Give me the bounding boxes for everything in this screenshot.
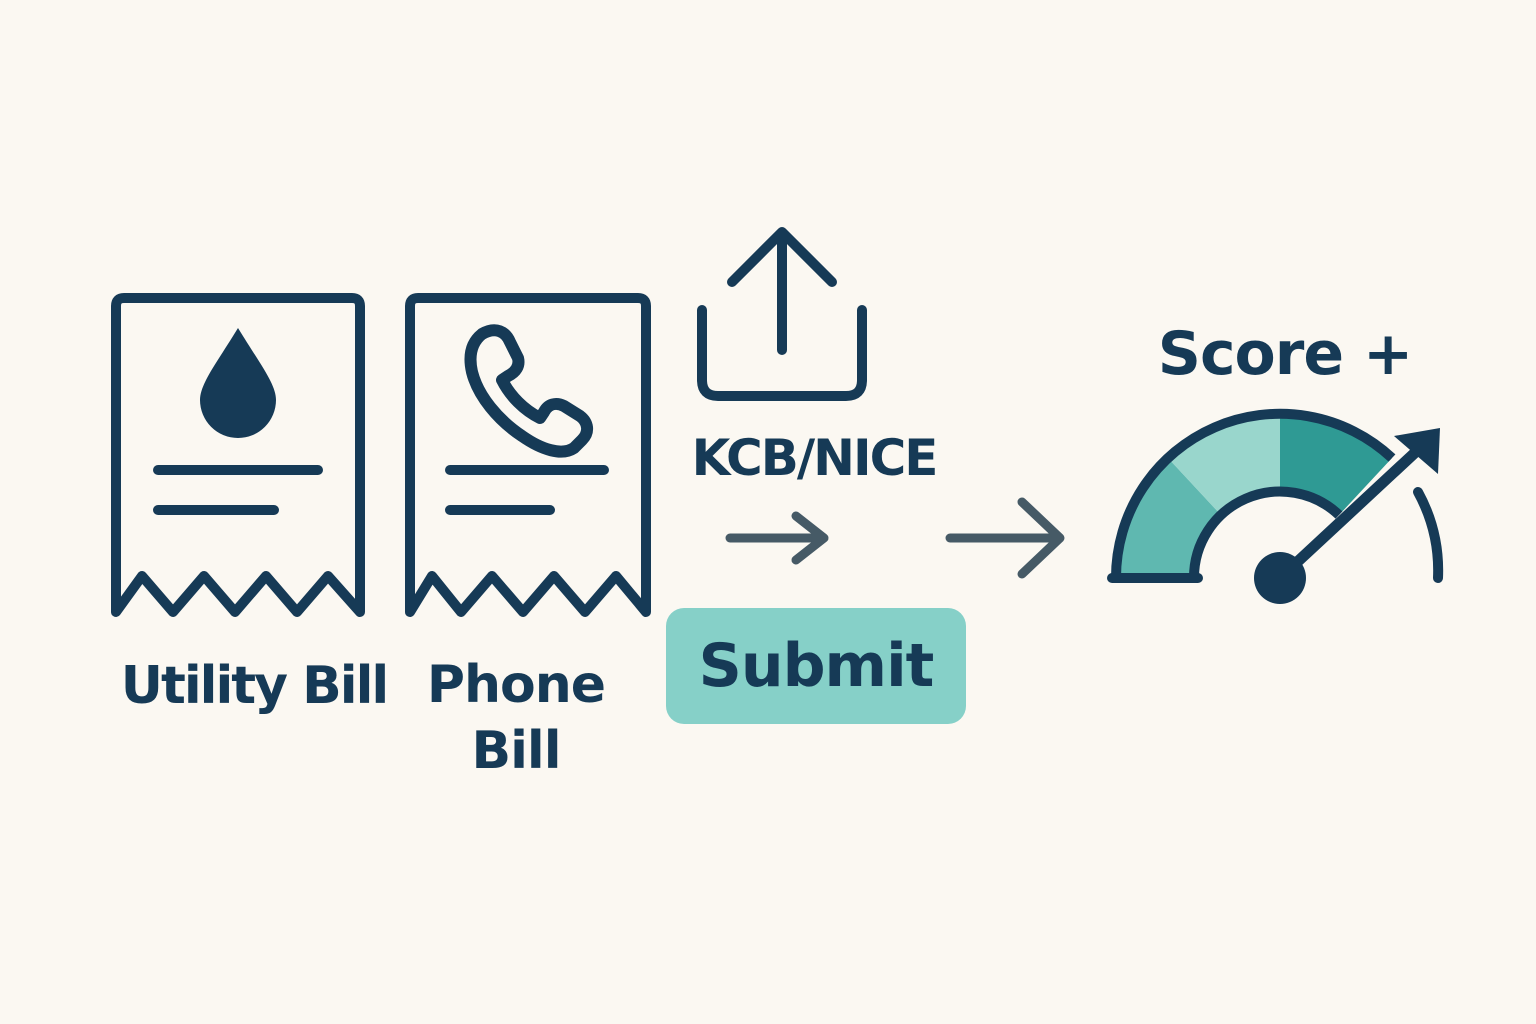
water-drop-icon [200, 328, 276, 438]
utility-bill-icon [111, 293, 365, 617]
arrow-right-icon [945, 497, 1065, 579]
submit-button-label: Submit [698, 631, 935, 701]
kcb-nice-label: KCB/NICE [691, 429, 939, 487]
phone-bill-label-line1: Phone [426, 655, 606, 715]
score-plus-label: Score + [1157, 319, 1413, 389]
phone-bill-icon [405, 293, 651, 617]
gauge-segment-high [1280, 413, 1392, 515]
gauge-hub [1254, 552, 1306, 604]
gauge-needle [1274, 442, 1426, 584]
phone-icon [464, 324, 593, 458]
utility-bill-label: Utility Bill [120, 656, 390, 716]
submit-button[interactable]: Submit [666, 608, 966, 724]
score-gauge-icon [1107, 408, 1444, 604]
phone-bill-label-line2: Bill [471, 721, 561, 781]
arrow-right-icon [725, 511, 829, 565]
phone-bill-label: Phone Bill [402, 652, 630, 784]
upload-icon [697, 227, 867, 401]
